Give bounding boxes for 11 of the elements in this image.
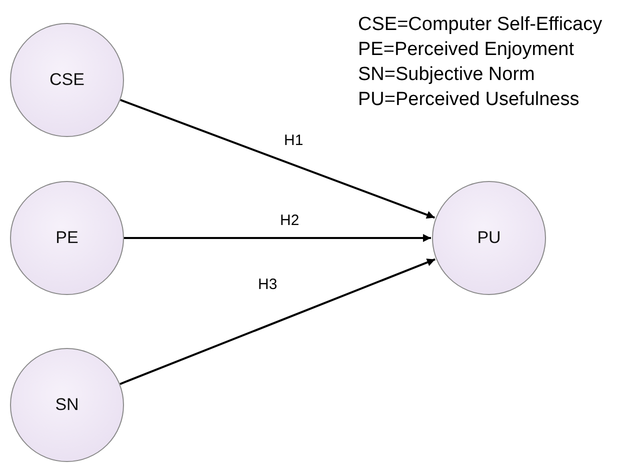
arrow — [120, 99, 436, 219]
legend-note: PU=Perceived Usefulness — [358, 89, 580, 111]
arrow — [120, 258, 436, 385]
legend-note: CSE=Computer Self-Efficacy — [358, 14, 602, 36]
legend-note: SN=Subjective Norm — [358, 64, 535, 86]
node-label: PE — [56, 228, 78, 248]
node-label: CSE — [50, 70, 84, 90]
node-label: PU — [477, 228, 501, 248]
arrow — [124, 234, 431, 242]
node-label: SN — [55, 395, 79, 415]
legend-note: PE=Perceived Enjoyment — [358, 39, 574, 61]
